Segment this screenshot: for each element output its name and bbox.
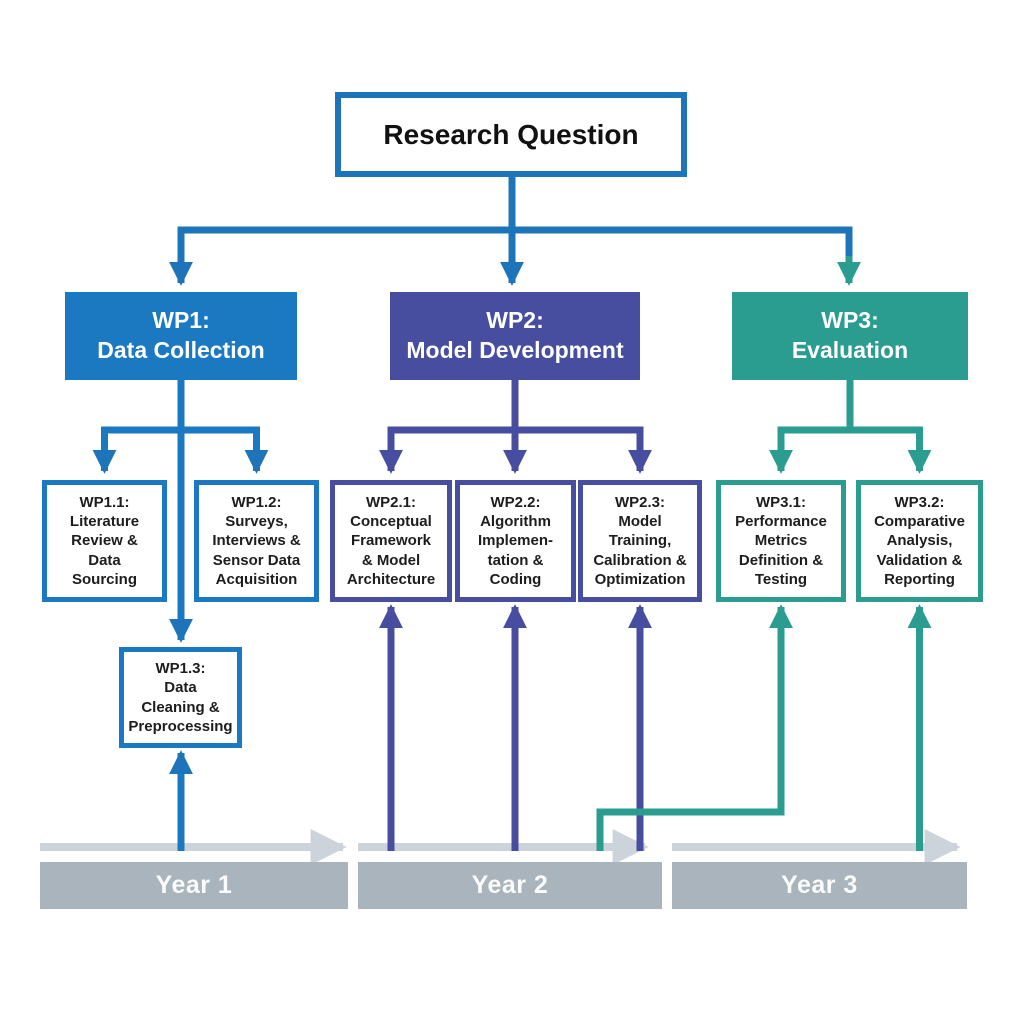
wp1-2-box: WP1.2: Surveys, Interviews & Sensor Data… [194, 480, 319, 602]
year1-bar: Year 1 [40, 862, 348, 909]
root-tree-arrows [169, 177, 853, 286]
wp2-3-box: WP2.3: Model Training, Calibration & Opt… [578, 480, 702, 602]
wp2-box: WP2: Model Development [390, 292, 640, 380]
year2-bar: Year 2 [358, 862, 662, 909]
timeline-elbow-arrow-to-wp31 [596, 604, 793, 851]
year3-bar: Year 3 [672, 862, 967, 909]
wp2-2-box: WP2.2: Algorithm Implemen- tation & Codi… [455, 480, 576, 602]
wp1-3-box: WP1.3: Data Cleaning & Preprocessing [119, 647, 242, 748]
wp3-1-box: WP3.1: Performance Metrics Definition & … [716, 480, 846, 602]
wp1-box: WP1: Data Collection [65, 292, 297, 380]
wp2-branch-arrows [379, 380, 652, 851]
wp3-box: WP3: Evaluation [732, 292, 968, 380]
wp3-branch-arrows [596, 380, 932, 851]
wp3-2-box: WP3.2: Comparative Analysis, Validation … [856, 480, 983, 602]
wp1-1-box: WP1.1: Literature Review & Data Sourcing [42, 480, 167, 602]
wp2-1-box: WP2.1: Conceptual Framework & Model Arch… [330, 480, 452, 602]
wp1-branch-arrows [92, 380, 269, 851]
research-question-box: Research Question [335, 92, 687, 177]
